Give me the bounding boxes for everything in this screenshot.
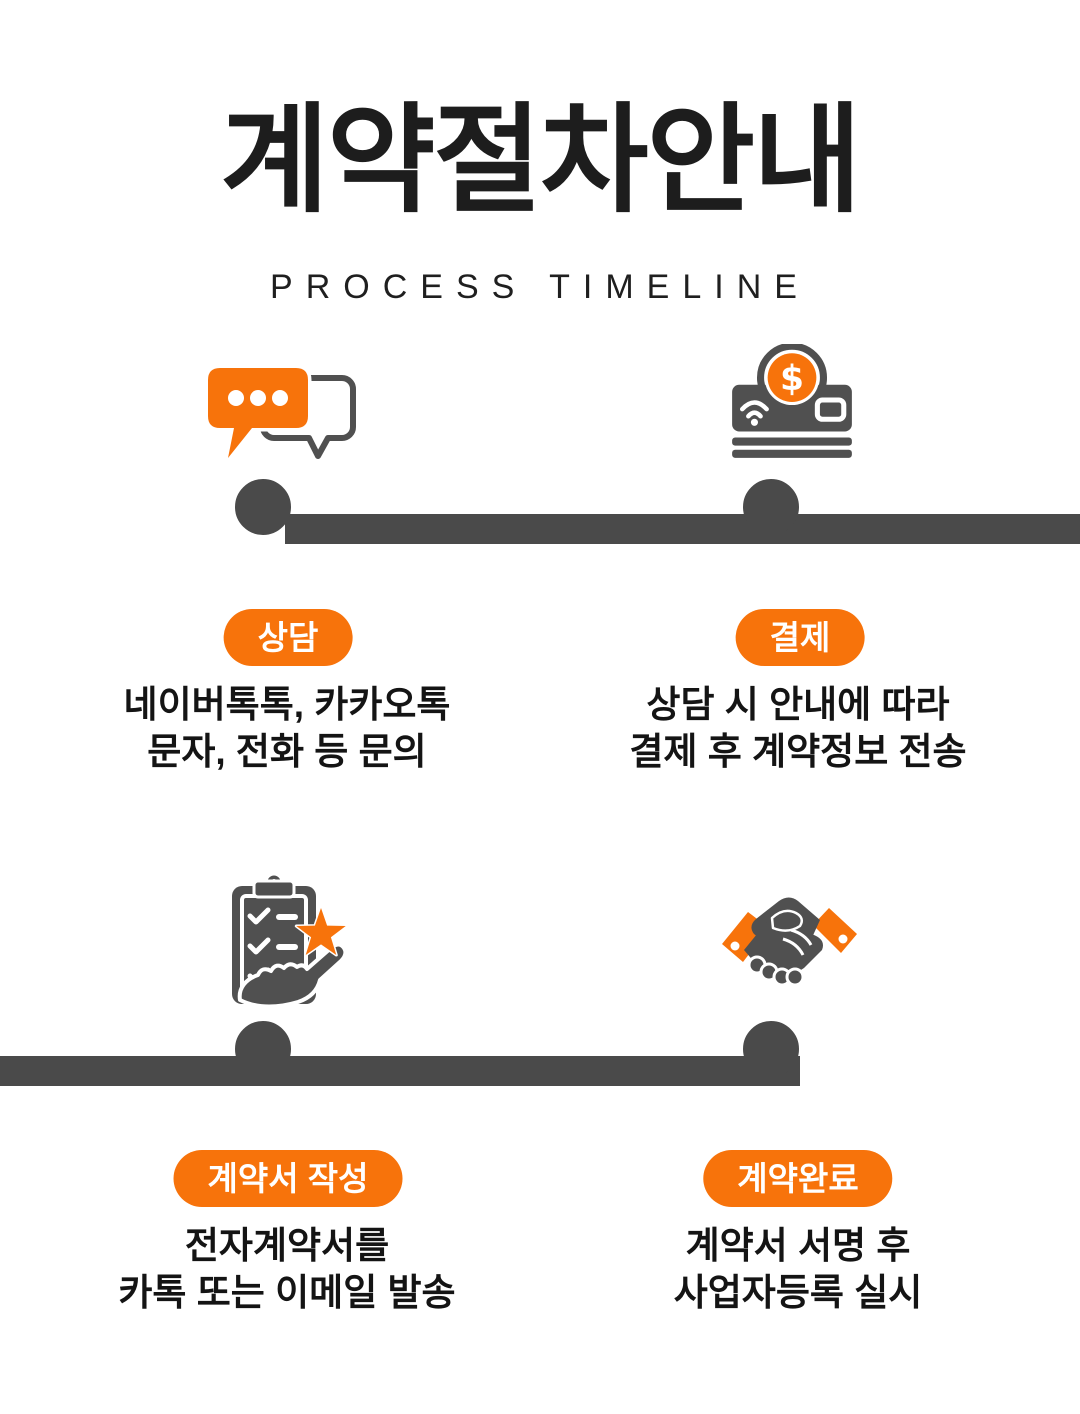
step2-description-line2: 결제 후 계약정보 전송 [629,731,967,772]
handshake-icon [712,878,866,994]
step2-description-line1: 상담 시 안내에 따라 [646,684,950,725]
payment-card-icon: $ [724,344,860,458]
contract-clipboard-icon [226,870,352,1012]
step2-description: 상담 시 안내에 따라 결제 후 계약정보 전송 [548,681,1048,775]
step4-description: 계약서 서명 후 사업자등록 실시 [548,1222,1048,1316]
page-subtitle: PROCESS TIMELINE [270,268,810,306]
step1-description: 네이버톡톡, 카카오톡 문자, 전화 등 문의 [37,681,537,775]
step4-label-badge: 계약완료 [703,1150,893,1207]
timeline-line-row2 [0,1056,800,1086]
timeline-node-step1 [235,479,291,535]
step4-description-line1: 계약서 서명 후 [685,1225,911,1266]
step3-description-line1: 전자계약서를 [184,1225,390,1266]
step3-description: 전자계약서를 카톡 또는 이메일 발송 [37,1222,537,1316]
page-title: 계약절차안내 [220,95,861,227]
step4-description-line2: 사업자등록 실시 [673,1272,923,1313]
chat-bubbles-icon [206,364,360,464]
step1-label-badge: 상담 [223,609,353,666]
step1-description-line2: 문자, 전화 등 문의 [147,731,427,772]
timeline-node-step4 [743,1021,799,1077]
step3-description-line2: 카톡 또는 이메일 발송 [118,1272,456,1313]
timeline-node-step2 [743,479,799,535]
timeline-line-row1 [285,514,1080,544]
step3-label-badge: 계약서 작성 [173,1150,403,1207]
svg-text:$: $ [780,359,804,399]
step1-description-line1: 네이버톡톡, 카카오톡 [123,684,451,725]
step2-label-badge: 결제 [735,609,865,666]
timeline-node-step3 [235,1021,291,1077]
